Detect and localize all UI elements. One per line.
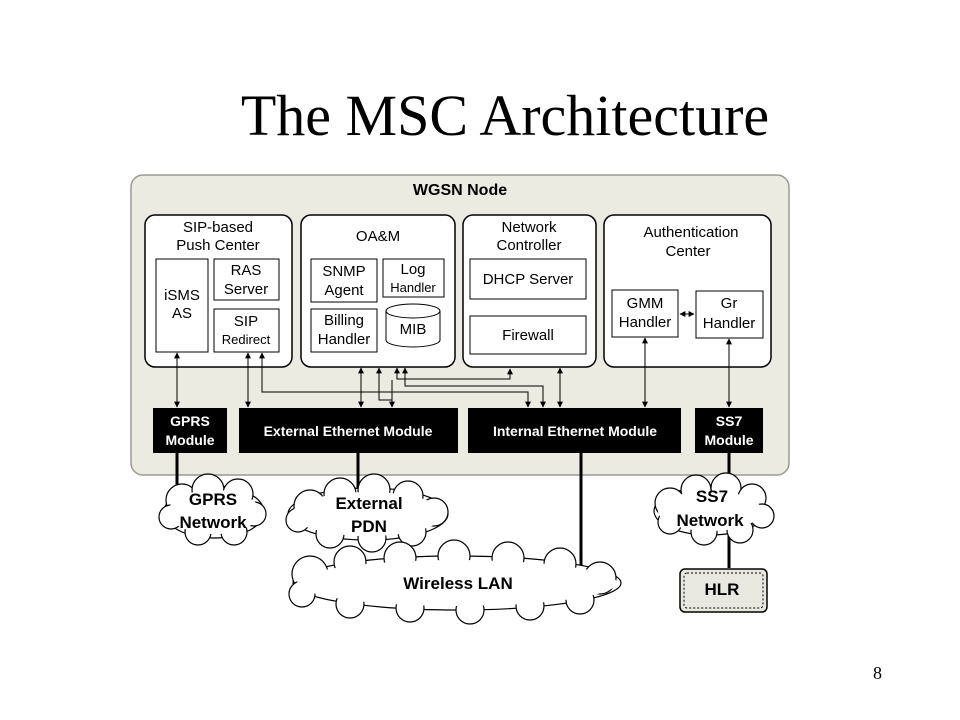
gr-handler-label-line2: Handler bbox=[703, 315, 756, 332]
page-number: 8 bbox=[873, 663, 882, 683]
hlr-box bbox=[679, 568, 768, 613]
gprs-module-label-line2: Module bbox=[166, 432, 215, 448]
log-handler-label-line2: Handler bbox=[390, 280, 436, 295]
gmm-handler-label-line1: GMM bbox=[627, 295, 664, 312]
oam-label: OA&M bbox=[356, 228, 400, 245]
billing-handler-box bbox=[310, 308, 378, 353]
external-pdn-label-line2: PDN bbox=[351, 517, 387, 536]
gprs-module-label-line1: GPRS bbox=[170, 413, 210, 429]
authentication-center-label-line1: Authentication bbox=[643, 224, 738, 241]
isms-as-label-line1: iSMS bbox=[164, 287, 200, 304]
billing-handler-label-line2: Handler bbox=[318, 331, 371, 348]
external-pdn-label-line1: External bbox=[335, 494, 402, 513]
gr-handler-box bbox=[695, 290, 764, 339]
internal-ethernet-module-box bbox=[468, 408, 681, 453]
external-pdn-cloud-icon bbox=[285, 473, 449, 553]
hlr-inner-border bbox=[683, 572, 764, 609]
sip-redirect-label-line2: Redirect bbox=[222, 332, 271, 347]
sip-redirect-box bbox=[213, 308, 280, 353]
ss7-module-label-line1: SS7 bbox=[716, 413, 743, 429]
wgsn-node-title: WGSN Node bbox=[413, 182, 507, 199]
mib-database-icon bbox=[385, 303, 441, 348]
sip-push-center-label-line2: Push Center bbox=[176, 237, 259, 254]
sip-redirect-label-line1: SIP bbox=[234, 313, 258, 330]
ras-server-label-line1: RAS bbox=[231, 262, 262, 279]
snmp-agent-label-line2: Agent bbox=[324, 282, 364, 299]
gr-handler-label-line1: Gr bbox=[721, 295, 738, 312]
gprs-network-label-line2: Network bbox=[179, 513, 247, 532]
wireless-lan-label: Wireless LAN bbox=[403, 574, 512, 593]
network-controller-label-line2: Controller bbox=[496, 237, 561, 254]
ras-server-label-line2: Server bbox=[224, 281, 268, 298]
snmp-agent-box bbox=[310, 258, 378, 303]
network-controller-label-line1: Network bbox=[501, 219, 557, 236]
sip-push-center-label-line1: SIP-based bbox=[183, 219, 253, 236]
wireless-lan-cloud-icon bbox=[288, 539, 622, 625]
ss7-module-box bbox=[695, 408, 763, 453]
snmp-agent-label-line1: SNMP bbox=[322, 263, 365, 280]
gmm-handler-box bbox=[611, 289, 679, 338]
gprs-network-cloud-icon bbox=[158, 473, 267, 546]
slide-title: The MSC Architecture bbox=[240, 83, 770, 148]
ss7-network-label-line1: SS7 bbox=[696, 487, 728, 506]
ras-server-box bbox=[213, 258, 280, 301]
gprs-module-box bbox=[153, 408, 227, 453]
gmm-handler-label-line2: Handler bbox=[619, 314, 672, 331]
external-ethernet-module-box bbox=[239, 408, 458, 453]
authentication-center-label-line2: Center bbox=[665, 243, 710, 260]
log-handler-box bbox=[382, 258, 445, 298]
external-ethernet-module-label: External Ethernet Module bbox=[264, 423, 433, 439]
dhcp-server-box bbox=[469, 258, 587, 300]
ss7-network-label-line2: Network bbox=[676, 511, 744, 530]
ss7-module-label-line2: Module bbox=[705, 432, 754, 448]
hlr-label: HLR bbox=[705, 580, 740, 599]
dhcp-server-label: DHCP Server bbox=[483, 271, 574, 288]
isms-as-box bbox=[155, 258, 209, 353]
firewall-box bbox=[469, 315, 587, 355]
gprs-network-label-line1: GPRS bbox=[189, 490, 237, 509]
internal-connectors bbox=[174, 337, 732, 408]
ss7-network-cloud-icon bbox=[653, 472, 775, 546]
log-handler-label-line1: Log bbox=[400, 261, 425, 278]
oam-to-int-eth-link-b bbox=[402, 367, 546, 408]
internal-ethernet-module-label: Internal Ethernet Module bbox=[493, 423, 657, 439]
firewall-label: Firewall bbox=[502, 327, 554, 344]
mib-label: MIB bbox=[400, 321, 427, 338]
billing-handler-label-line1: Billing bbox=[324, 312, 364, 329]
oam-to-int-eth-link-a bbox=[376, 367, 392, 401]
isms-as-label-line2: AS bbox=[172, 305, 192, 322]
